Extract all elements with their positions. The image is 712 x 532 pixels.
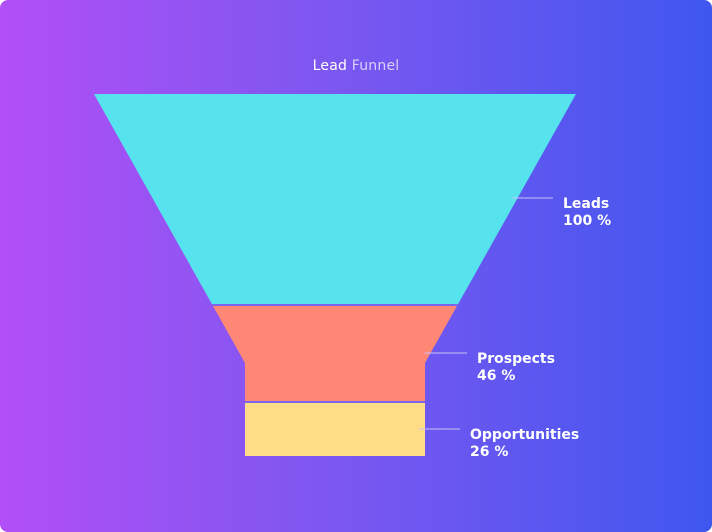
stage-value-leads: 100 % xyxy=(563,213,611,229)
stage-value-opportunities: 26 % xyxy=(470,444,508,460)
stage-label-leads: Leads xyxy=(563,196,609,212)
stage-label-opportunities: Opportunities xyxy=(470,427,579,443)
stage-value-prospects: 46 % xyxy=(477,368,515,384)
funnel-segment-opportunities[interactable] xyxy=(245,402,425,456)
chart-title-part-2: Funnel xyxy=(351,58,400,74)
stage-label-prospects: Prospects xyxy=(477,351,555,367)
funnel-segment-prospects[interactable] xyxy=(212,305,458,402)
chart-title-part-1: Lead xyxy=(312,58,348,74)
chart-title: Lead Funnel xyxy=(0,57,712,75)
funnel-segment-leads[interactable] xyxy=(94,94,576,305)
